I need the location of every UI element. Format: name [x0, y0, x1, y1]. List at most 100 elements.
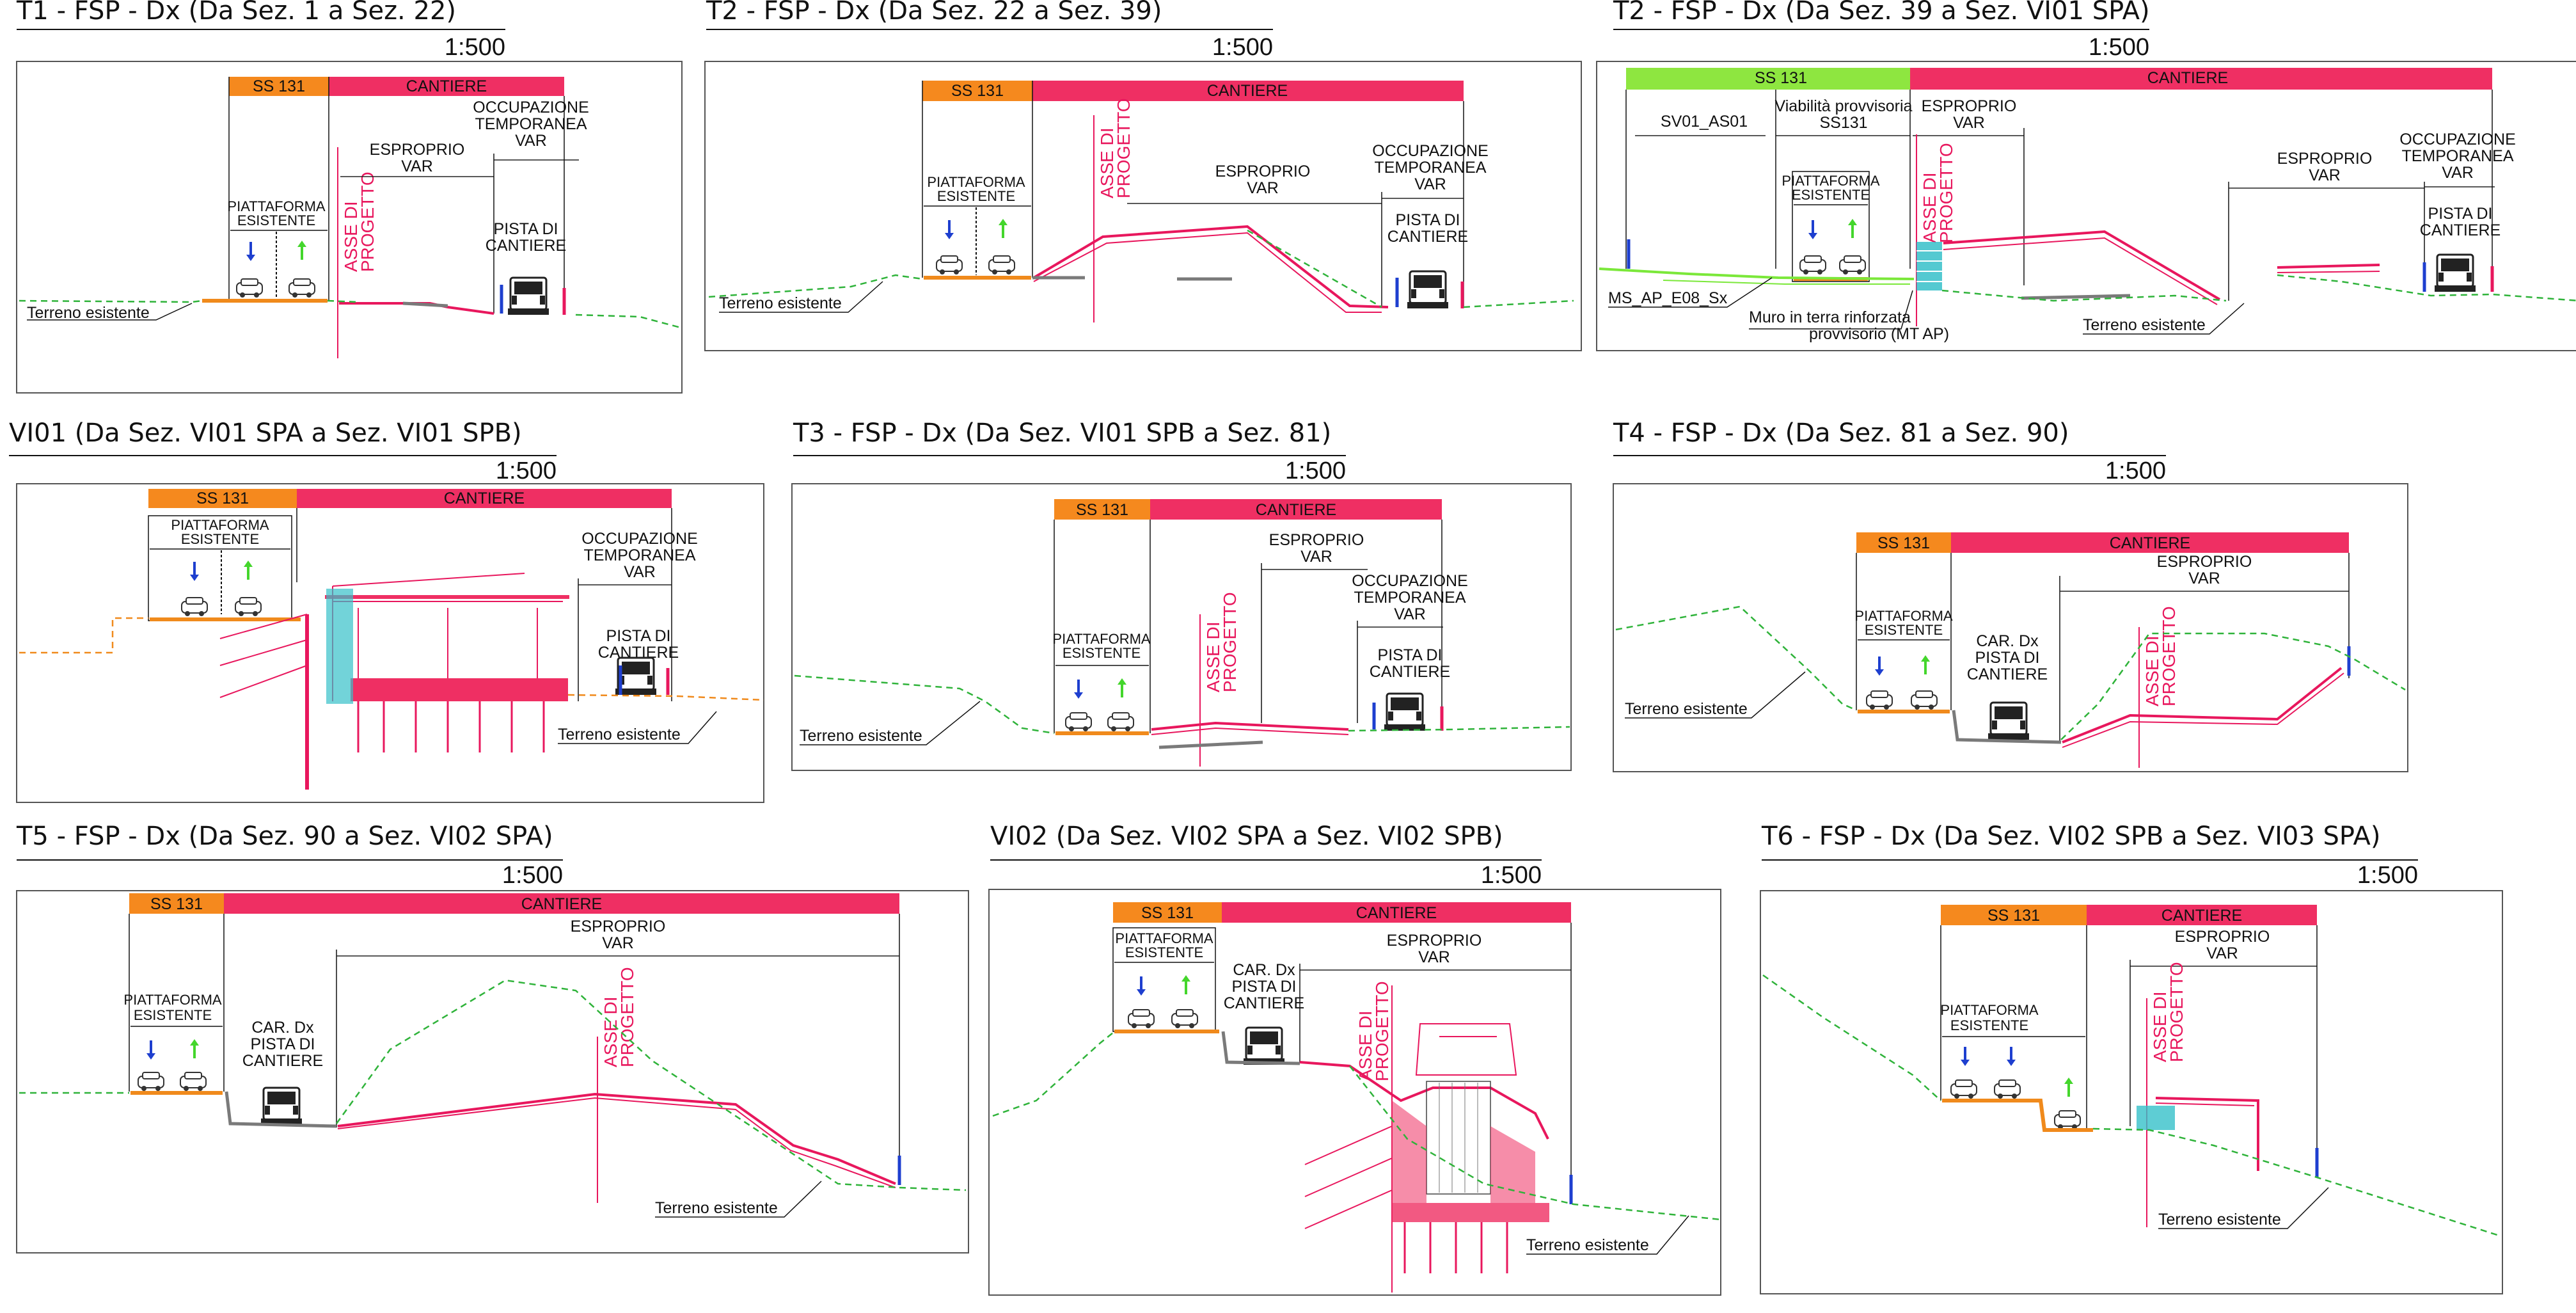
svg-text:VAR: VAR — [1418, 948, 1450, 966]
svg-text:PIATTAFORMA: PIATTAFORMA — [927, 174, 1025, 190]
svg-text:PISTA DI: PISTA DI — [1975, 649, 2040, 667]
svg-text:CANTIERE: CANTIERE — [486, 237, 566, 255]
svg-text:ASSE DI: ASSE DI — [2142, 636, 2162, 706]
svg-text:Terreno esistente: Terreno esistente — [719, 294, 842, 312]
svg-text:ASSE DI: ASSE DI — [2150, 992, 2170, 1062]
panel-t2a: T2 - FSP - Dx (Da Sez. 22 a Sez. 39) 1:5… — [704, 0, 1582, 351]
svg-text:PROGETTO: PROGETTO — [1936, 143, 1956, 243]
svg-text:VAR: VAR — [2206, 944, 2238, 962]
svg-text:PROGETTO: PROGETTO — [2159, 606, 2179, 706]
truck-icon — [507, 276, 550, 316]
car-icon — [236, 278, 263, 298]
panel-frame — [16, 61, 683, 394]
svg-text:VAR: VAR — [624, 563, 656, 581]
svg-text:1:500: 1:500 — [502, 862, 563, 889]
svg-text:PIATTAFORMA: PIATTAFORMA — [227, 198, 326, 214]
svg-text:PROGETTO: PROGETTO — [1372, 981, 1392, 1081]
svg-text:PISTA DI: PISTA DI — [1396, 211, 1460, 229]
panel-title: T4 - FSP - Dx (Da Sez. 81 a Sez. 90) — [1613, 418, 2069, 448]
svg-text:ESISTENTE: ESISTENTE — [134, 1007, 212, 1023]
svg-text:PISTA DI: PISTA DI — [2428, 205, 2493, 223]
svg-text:CANTIERE: CANTIERE — [1207, 82, 1288, 100]
svg-text:1:500: 1:500 — [1212, 34, 1273, 61]
panel-title: T3 - FSP - Dx (Da Sez. VI01 SPB a Sez. 8… — [793, 418, 1331, 448]
panel-title: VI01 (Da Sez. VI01 SPA a Sez. VI01 SPB) — [9, 418, 522, 448]
svg-text:1:500: 1:500 — [2105, 458, 2166, 484]
svg-text:OCCUPAZIONE: OCCUPAZIONE — [1372, 142, 1489, 160]
svg-text:ESPROPRIO: ESPROPRIO — [1387, 932, 1482, 950]
svg-text:SS131: SS131 — [1819, 114, 1867, 132]
svg-text:CANTIERE: CANTIERE — [521, 895, 602, 913]
svg-text:MS_AP_E08_Sx: MS_AP_E08_Sx — [1608, 289, 1728, 307]
svg-text:OCCUPAZIONE: OCCUPAZIONE — [1352, 572, 1468, 590]
band-cantiere-label: CANTIERE — [406, 77, 487, 95]
svg-text:CANTIERE: CANTIERE — [2420, 221, 2501, 239]
svg-text:CANTIERE: CANTIERE — [2110, 534, 2190, 552]
arrow-down-icon — [245, 241, 257, 262]
svg-text:1:500: 1:500 — [1481, 862, 1542, 889]
svg-text:ESISTENTE: ESISTENTE — [937, 188, 1015, 204]
svg-text:CANTIERE: CANTIERE — [1387, 228, 1468, 246]
svg-text:VAR: VAR — [1394, 605, 1426, 623]
svg-text:ESISTENTE: ESISTENTE — [1792, 187, 1870, 203]
svg-text:PROGETTO: PROGETTO — [1220, 592, 1240, 692]
svg-text:ESPROPRIO: ESPROPRIO — [2277, 150, 2373, 168]
svg-text:Terreno esistente: Terreno esistente — [2083, 316, 2206, 334]
panel-t2b: T2 - FSP - Dx (Da Sez. 39 a Sez. VI01 SP… — [1596, 0, 2576, 351]
svg-text:ESISTENTE: ESISTENTE — [1063, 645, 1141, 661]
svg-text:PROGETTO: PROGETTO — [617, 967, 637, 1067]
svg-text:PISTA DI: PISTA DI — [1378, 646, 1442, 664]
svg-text:TEMPORANEA: TEMPORANEA — [475, 115, 587, 133]
panel-t6: T6 - FSP - Dx (Da Sez. VI02 SPB a Sez. V… — [1760, 822, 2503, 1294]
svg-text:CANTIERE: CANTIERE — [1356, 904, 1437, 922]
svg-text:OCCUPAZIONE: OCCUPAZIONE — [2399, 131, 2516, 148]
svg-text:VAR: VAR — [602, 934, 634, 952]
svg-text:ESISTENTE: ESISTENTE — [1125, 944, 1203, 960]
svg-text:SS 131: SS 131 — [951, 82, 1004, 100]
panel-t1: T1 - FSP - Dx (Da Sez. 1 a Sez. 22) 1:50… — [16, 0, 683, 394]
svg-text:1:500: 1:500 — [1285, 458, 1346, 484]
svg-text:VAR: VAR — [2442, 164, 2474, 182]
svg-text:ASSE DI: ASSE DI — [1920, 173, 1940, 243]
svg-text:PIATTAFORMA: PIATTAFORMA — [171, 517, 269, 533]
band-cantiere — [329, 77, 564, 96]
panel-title: VI02 (Da Sez. VI02 SPA a Sez. VI02 SPB) — [990, 822, 1503, 851]
svg-text:PROGETTO: PROGETTO — [1114, 98, 1134, 198]
svg-text:ASSE DI: ASSE DI — [341, 202, 361, 272]
panel-t5: T5 - FSP - Dx (Da Sez. 90 a Sez. VI02 SP… — [16, 822, 969, 1253]
svg-text:1:500: 1:500 — [2357, 862, 2418, 889]
svg-text:CANTIERE: CANTIERE — [2147, 69, 2228, 87]
svg-text:PISTA DI: PISTA DI — [1232, 978, 1297, 996]
svg-text:TEMPORANEA: TEMPORANEA — [2401, 147, 2513, 165]
svg-text:SS 131: SS 131 — [1076, 501, 1128, 519]
svg-text:ESPROPRIO: ESPROPRIO — [1215, 163, 1311, 180]
svg-text:SS 131: SS 131 — [150, 895, 203, 913]
svg-text:PIATTAFORMA: PIATTAFORMA — [1115, 930, 1213, 946]
svg-text:ESPROPRIO: ESPROPRIO — [1922, 97, 2017, 115]
svg-text:ESPROPRIO: ESPROPRIO — [571, 918, 666, 935]
arrow-up-icon — [296, 239, 308, 261]
svg-text:CANTIERE: CANTIERE — [1967, 665, 2048, 683]
svg-text:PISTA DI: PISTA DI — [251, 1035, 315, 1053]
panel-title: T5 - FSP - Dx (Da Sez. 90 a Sez. VI02 SP… — [16, 822, 553, 851]
svg-text:PROGETTO: PROGETTO — [2167, 962, 2186, 1062]
scale-label: 1:500 — [445, 34, 505, 61]
svg-text:Terreno esistente: Terreno esistente — [558, 726, 681, 744]
svg-text:PIATTAFORMA: PIATTAFORMA — [123, 992, 222, 1008]
svg-text:ESPROPRIO: ESPROPRIO — [1269, 531, 1364, 549]
svg-text:Terreno esistente: Terreno esistente — [655, 1199, 778, 1217]
svg-text:VAR: VAR — [1953, 114, 1985, 132]
svg-text:CANTIERE: CANTIERE — [1224, 994, 1304, 1012]
panel-vi01: VI01 (Da Sez. VI01 SPA a Sez. VI01 SPB) … — [9, 418, 764, 803]
panel-title: T6 - FSP - Dx (Da Sez. VI02 SPB a Sez. V… — [1761, 822, 2380, 851]
car-icon — [288, 278, 315, 298]
svg-text:OCCUPAZIONE: OCCUPAZIONE — [581, 530, 698, 548]
panel-t4: T4 - FSP - Dx (Da Sez. 81 a Sez. 90) 1:5… — [1613, 418, 2408, 772]
svg-text:PIATTAFORMA: PIATTAFORMA — [1782, 173, 1880, 189]
svg-text:VAR: VAR — [1414, 175, 1446, 193]
svg-text:PIATTAFORMA: PIATTAFORMA — [1854, 608, 1953, 624]
svg-text:SS 131: SS 131 — [1141, 904, 1194, 922]
svg-text:ESISTENTE: ESISTENTE — [237, 212, 315, 228]
svg-text:Viabilità provvisoria: Viabilità provvisoria — [1775, 97, 1913, 115]
svg-text:ESISTENTE: ESISTENTE — [1950, 1017, 2028, 1033]
